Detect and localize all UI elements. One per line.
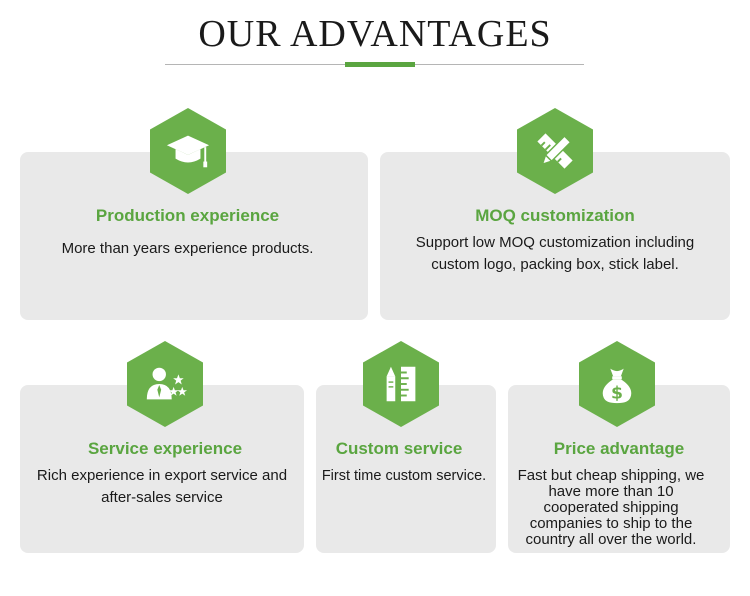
card-title: Service experience xyxy=(87,439,243,458)
card-description: Support low MOQ customization including … xyxy=(415,234,695,273)
card-title: MOQ customization xyxy=(475,206,635,225)
card-description: More than years experience products. xyxy=(61,240,314,257)
card-title: Price advantage xyxy=(553,439,685,458)
card-title: Production experience xyxy=(95,206,280,225)
card-description: Rich experience in export service and af… xyxy=(36,467,288,506)
person-stars-icon xyxy=(127,341,203,427)
title-accent-bar xyxy=(345,62,415,67)
page-title: OUR ADVANTAGES xyxy=(198,13,552,55)
card-description: First time custom service. xyxy=(321,468,487,484)
pencil-ruler-icon xyxy=(517,108,593,194)
card-title: Custom service xyxy=(335,439,463,458)
svg-text:$: $ xyxy=(611,383,623,403)
tools-icon xyxy=(363,341,439,427)
card-description: Fast but cheap shipping, we have more th… xyxy=(517,467,705,548)
money-bag-icon: $ xyxy=(579,341,655,427)
